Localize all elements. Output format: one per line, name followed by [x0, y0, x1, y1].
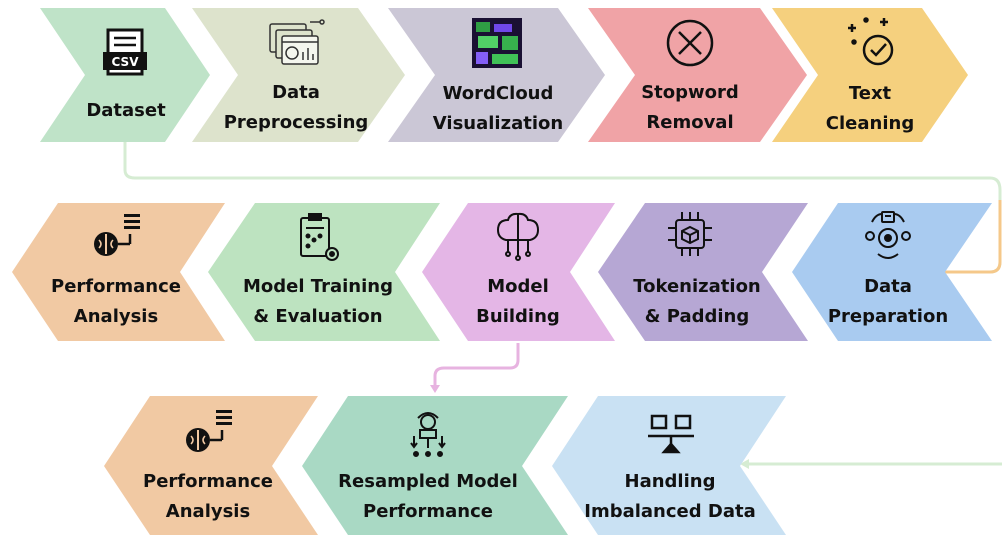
step-text-cleaning: Text Cleaning — [772, 8, 968, 142]
chevron-handling-imbalanced — [552, 396, 786, 535]
stopword-label-1: Stopword — [641, 82, 739, 103]
text-cleaning-label-1: Text — [849, 83, 892, 104]
step-handling-imbalanced: Handling Imbalanced Data — [552, 396, 786, 535]
wordcloud-image-icon — [472, 18, 522, 68]
step-data-preparation: Data Preparation — [792, 203, 992, 341]
dataset-label: Dataset — [86, 100, 166, 121]
step-data-preprocessing: Data Preprocessing — [192, 8, 405, 142]
performance-analysis-2-label-2: Analysis — [166, 501, 250, 522]
chevron-performance-analysis-2 — [104, 396, 318, 535]
connector-building-to-row3 — [433, 343, 520, 385]
connectors — [123, 142, 1002, 469]
chevron-stopword-removal — [588, 8, 807, 142]
data-prep-cycle-icon — [865, 211, 911, 259]
wordcloud-label-1: WordCloud — [443, 83, 554, 104]
chevron-resampled-model — [302, 396, 568, 535]
resample-gear-icon — [410, 412, 446, 457]
arrowhead-handling — [740, 459, 749, 469]
data-preprocessing-label-1: Data — [272, 82, 320, 103]
performance-analysis-2-label-1: Performance — [143, 471, 273, 492]
connector-row2-to-row2-tail — [945, 200, 1002, 274]
balance-scale-icon — [648, 414, 694, 454]
chip-cube-icon — [668, 212, 712, 256]
data-preprocessing-label-2: Preprocessing — [224, 112, 369, 133]
x-circle-icon — [666, 19, 714, 67]
csv-icon-text: CSV — [112, 55, 140, 69]
step-tokenization: Tokenization & Padding — [598, 203, 808, 341]
resampled-label-2: Performance — [363, 501, 493, 522]
step-wordcloud: WordCloud Visualization — [388, 8, 605, 142]
chevron-model-building — [422, 203, 615, 341]
step-stopword-removal: Stopword Removal — [588, 8, 807, 142]
chevron-performance-analysis-1 — [12, 203, 225, 341]
chevron-text-cleaning — [772, 8, 968, 142]
step-dataset: CSV Dataset — [40, 8, 210, 142]
model-training-label-1: Model Training — [243, 276, 393, 297]
step-resampled-model: Resampled Model Performance — [302, 396, 568, 535]
wordcloud-label-2: Visualization — [433, 113, 563, 134]
performance-analysis-1-label-2: Analysis — [74, 306, 158, 327]
stopword-label-2: Removal — [646, 112, 733, 133]
data-preparation-label-2: Preparation — [828, 306, 948, 327]
chevron-data-preprocessing — [192, 8, 405, 142]
chart-windows-icon — [269, 19, 325, 65]
text-cleaning-label-2: Cleaning — [826, 113, 914, 134]
row-2: Performance Analysis Model Training & Ev… — [12, 203, 992, 341]
data-preparation-label-1: Data — [864, 276, 912, 297]
handling-label-1: Handling — [625, 471, 716, 492]
model-building-label-1: Model — [487, 276, 549, 297]
csv-file-icon: CSV — [103, 28, 147, 76]
chevron-model-training — [208, 203, 440, 341]
step-performance-analysis-2: Performance Analysis — [104, 396, 318, 535]
handling-label-2: Imbalanced Data — [584, 501, 755, 522]
clipboard-gear-icon — [300, 213, 339, 261]
brain-circuit-icon — [496, 212, 540, 261]
tokenization-label-2: & Padding — [645, 306, 749, 327]
row-1: CSV Dataset Data Preprocessing — [40, 8, 968, 142]
model-training-label-2: & Evaluation — [253, 306, 382, 327]
brain-list-icon — [186, 410, 232, 452]
chevron-tokenization — [598, 203, 808, 341]
step-performance-analysis-1: Performance Analysis — [12, 203, 225, 341]
model-building-label-2: Building — [476, 306, 560, 327]
row-3: Performance Analysis Resampled Model Per… — [104, 396, 786, 535]
step-model-building: Model Building — [422, 203, 615, 341]
resampled-label-1: Resampled Model — [338, 471, 518, 492]
tokenization-label-1: Tokenization — [633, 276, 761, 297]
brain-list-icon — [94, 214, 140, 256]
arrowhead-row3 — [430, 385, 440, 393]
sparkle-check-icon — [848, 17, 894, 66]
chevron-data-preparation — [792, 203, 992, 341]
performance-analysis-1-label-1: Performance — [51, 276, 181, 297]
chevron-wordcloud — [388, 8, 605, 142]
step-model-training: Model Training & Evaluation — [208, 203, 440, 341]
